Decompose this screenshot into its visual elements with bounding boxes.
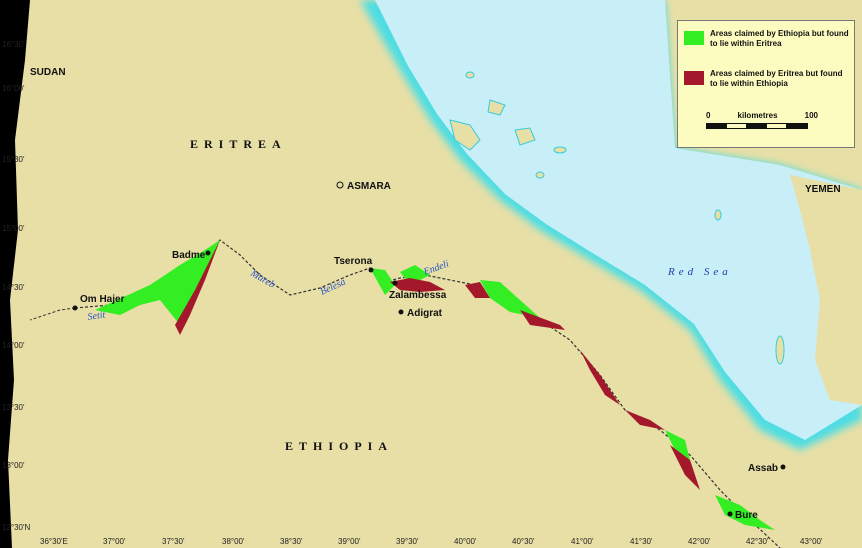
label-zalambessa: Zalambessa <box>389 290 447 301</box>
legend-item-red: Areas claimed by Eritrea but found to li… <box>684 69 850 89</box>
lon-tick: 41°00' <box>571 537 594 546</box>
lat-tick: 13°00' <box>2 461 25 470</box>
label-om-hajer: Om Hajer <box>80 294 125 305</box>
lon-tick: 38°30' <box>280 537 303 546</box>
dahlak-islands <box>449 71 785 365</box>
lon-tick: 41°30' <box>630 537 653 546</box>
lon-tick: 40°30' <box>512 537 535 546</box>
lat-tick: 14°00' <box>2 341 25 350</box>
label-asmara: ASMARA <box>347 181 391 192</box>
legend-swatch-red <box>684 71 704 85</box>
map-margin-left <box>0 0 30 548</box>
label-bure: Bure <box>735 510 758 521</box>
lon-tick: 42°30' <box>746 537 769 546</box>
lon-tick: 38°00' <box>222 537 245 546</box>
lat-tick: 16°00' <box>2 84 25 93</box>
lat-tick: 14°30' <box>2 283 25 292</box>
label-adigrat: Adigrat <box>407 308 443 319</box>
legend-label-red: Areas claimed by Eritrea but found to li… <box>710 69 843 88</box>
sudan-border <box>29 307 76 321</box>
legend-item-green: Areas claimed by Ethiopia but found to l… <box>684 29 850 49</box>
label-river-setit: Setit <box>87 310 106 323</box>
lon-tick: 40°00' <box>454 537 477 546</box>
lon-tick: 39°30' <box>396 537 419 546</box>
label-assab: Assab <box>748 463 778 474</box>
lon-tick: 42°00' <box>688 537 711 546</box>
lon-tick: 37°00' <box>103 537 126 546</box>
lat-tick: 16°30' <box>2 40 25 49</box>
lat-tick: 15°00' <box>2 224 25 233</box>
lat-tick: 13°30' <box>2 403 25 412</box>
label-tserona: Tserona <box>334 256 373 267</box>
label-yemen: YEMEN <box>805 184 841 195</box>
city-markers <box>72 181 786 517</box>
longitude-ticks: 36°30'E 37°00' 37°30' 38°00' 38°30' 39°0… <box>40 537 823 546</box>
scale-unit: kilometres <box>737 111 778 120</box>
scale-end: 100 <box>804 111 818 120</box>
red-areas <box>175 240 700 490</box>
lon-tick: 36°30'E <box>40 537 68 546</box>
lat-tick: 12°30'N <box>2 523 31 532</box>
latitude-ticks: 16°30' 16°00' 15°30' 15°00' 14°30' 14°00… <box>2 40 31 532</box>
yemen-land <box>790 175 862 405</box>
scale-bar-graphic <box>706 123 808 129</box>
legend-swatch-green <box>684 31 704 45</box>
label-ethiopia: ETHIOPIA <box>285 439 393 453</box>
lon-tick: 37°30' <box>162 537 185 546</box>
legend-label-green: Areas claimed by Ethiopia but found to l… <box>710 29 849 48</box>
label-eritrea: ERITREA <box>190 137 287 151</box>
lon-tick: 39°00' <box>338 537 361 546</box>
label-badme: Badme <box>172 250 206 261</box>
lat-tick: 15°30' <box>2 155 25 164</box>
label-red-sea: Red Sea <box>667 266 732 278</box>
scale-start: 0 <box>706 111 711 120</box>
scale-bar: 0 kilometres 100 <box>706 111 826 129</box>
map-legend: Areas claimed by Ethiopia but found to l… <box>677 20 855 148</box>
label-sudan: SUDAN <box>30 67 66 78</box>
lon-tick: 43°00' <box>800 537 823 546</box>
